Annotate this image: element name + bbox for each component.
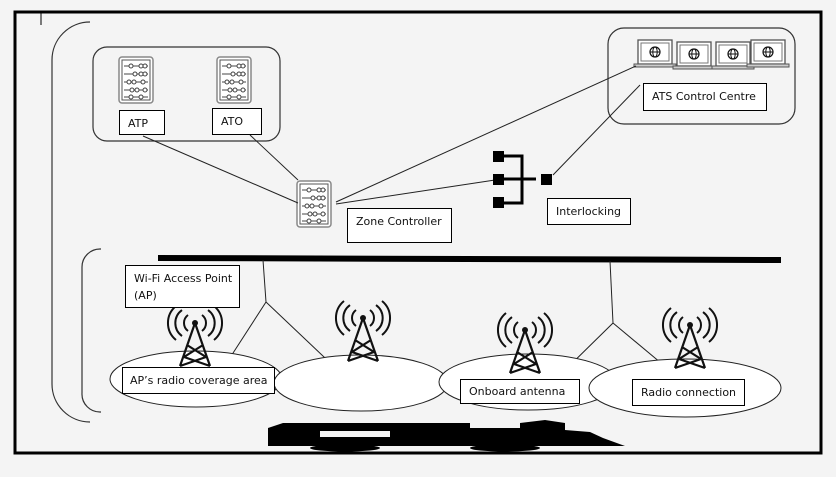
coverage-area-label: AP’s radio coverage area <box>122 367 275 394</box>
wifi-access-point-label-line2: (AP) <box>134 289 157 302</box>
interlocking-label: Interlocking <box>547 198 631 225</box>
wifi-access-point-label-line1: Wi-Fi Access Point <box>134 272 233 285</box>
zone-controller-server-icon <box>296 180 332 228</box>
wayside-bracket <box>51 21 91 423</box>
trackside-bracket <box>81 248 102 413</box>
onboard-antenna-label: Onboard antenna <box>460 379 580 404</box>
atp-label: ATP <box>119 110 165 135</box>
ats-workstation-icon-4 <box>746 39 790 68</box>
interlocking-icon <box>493 151 552 208</box>
atp-server-icon <box>118 56 154 104</box>
wifi-access-point-label: Wi-Fi Access Point (AP) <box>125 265 240 308</box>
train-control-group <box>92 46 281 142</box>
ato-server-icon <box>216 56 252 104</box>
train-silhouette-icon <box>268 420 625 452</box>
ats-control-centre-label: ATS Control Centre <box>643 83 767 111</box>
ato-label: ATO <box>212 108 262 135</box>
radio-connection-label: Radio connection <box>632 379 745 406</box>
ats-group <box>607 27 796 125</box>
ats-workstation-icon-1 <box>633 39 677 68</box>
coverage-area-2 <box>273 354 449 412</box>
backbone-network <box>157 255 782 263</box>
radio-tower-icon-2 <box>334 299 392 363</box>
zone-controller-label: Zone Controller <box>347 208 452 243</box>
ats-workstation-icon-2 <box>672 41 716 70</box>
